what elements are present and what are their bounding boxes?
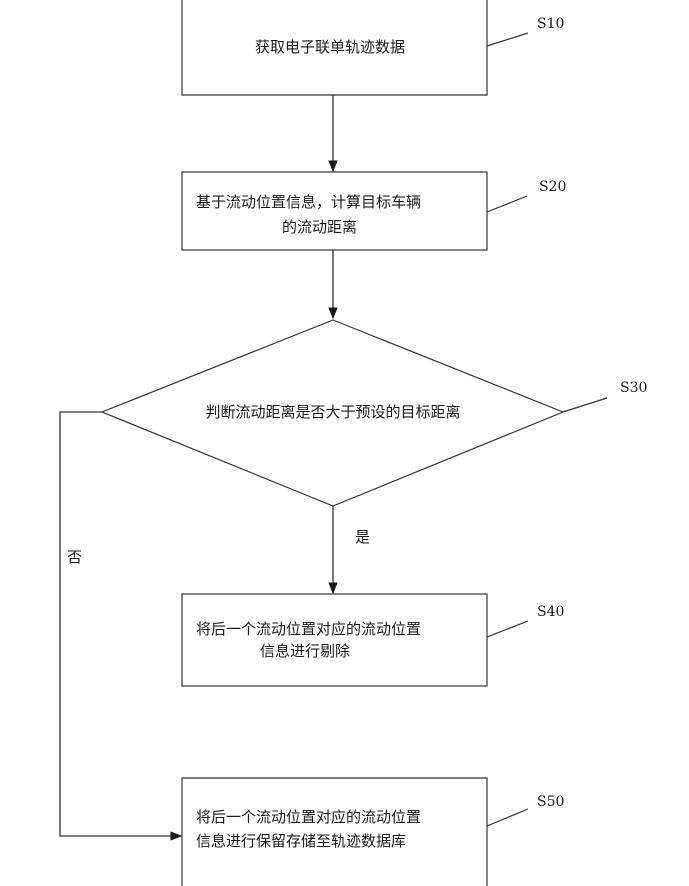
step-s10-id: S10 xyxy=(537,16,564,32)
step-s10-line-1: 获取电子联单轨迹数据 xyxy=(255,38,405,56)
step-s50-line-2: 信息进行保留存储至轨迹数据库 xyxy=(196,832,406,850)
step-s50-box: 将后一个流动位置对应的流动位置 信息进行保留存储至轨迹数据库 xyxy=(182,778,487,886)
arrow-s30-s50 xyxy=(60,412,181,836)
step-s20-id: S20 xyxy=(539,179,566,195)
step-s40-line-1: 将后一个流动位置对应的流动位置 xyxy=(196,620,421,638)
step-s30-diamond: 判断流动距离是否大于预设的目标距离 xyxy=(102,320,563,506)
step-s30-line-1: 判断流动距离是否大于预设的目标距离 xyxy=(205,403,460,421)
step-s50-id: S50 xyxy=(537,794,564,810)
step-s40-box: 将后一个流动位置对应的流动位置 信息进行剔除 xyxy=(182,594,487,686)
step-s20-box: 基于流动位置信息，计算目标车辆 的流动距离 xyxy=(182,172,487,250)
branch-no-label: 否 xyxy=(67,548,82,566)
step-s40-label-group: S40 xyxy=(487,604,564,637)
step-s10-label-group: S10 xyxy=(487,16,564,46)
step-s50-line-1: 将后一个流动位置对应的流动位置 xyxy=(196,808,421,826)
step-s50-label-group: S50 xyxy=(487,794,564,826)
branch-yes-label: 是 xyxy=(355,528,370,546)
step-s40-line-2: 信息进行剔除 xyxy=(260,642,350,660)
step-s20-line-1: 基于流动位置信息，计算目标车辆 xyxy=(196,193,421,211)
step-s10-box: 获取电子联单轨迹数据 xyxy=(182,0,487,95)
step-s20-line-2: 的流动距离 xyxy=(282,218,357,236)
step-s40-id: S40 xyxy=(537,604,564,620)
step-s20-label-group: S20 xyxy=(487,179,566,212)
step-s30-label-group: S30 xyxy=(563,380,647,412)
step-s30-id: S30 xyxy=(620,380,647,396)
